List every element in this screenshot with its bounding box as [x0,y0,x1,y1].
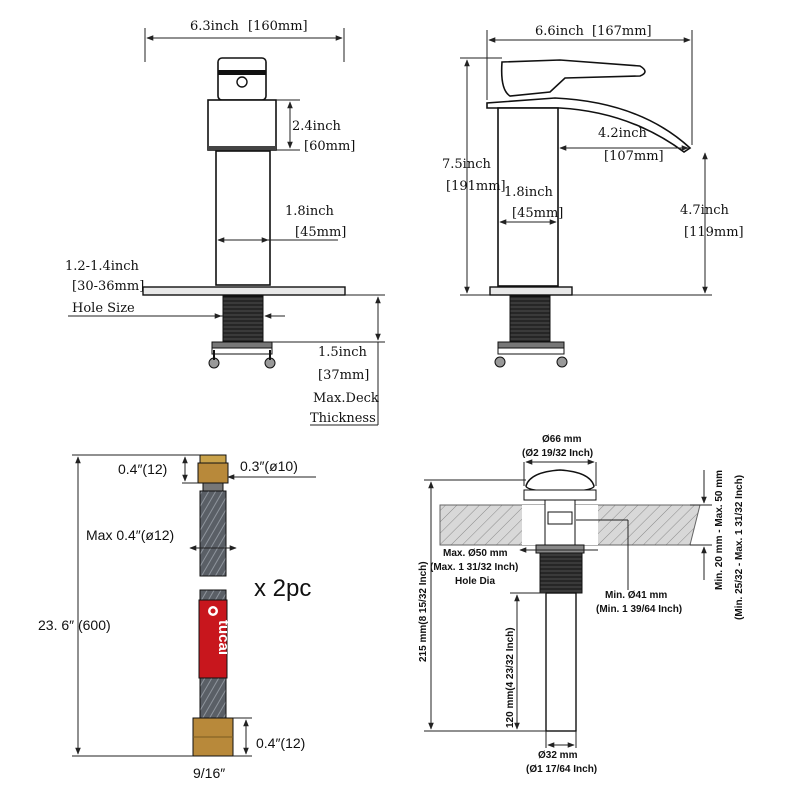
side-body-label: 1.8inch [504,185,553,200]
drain-hole-dia: Max. Ø50 mm [443,548,508,559]
hose-length-label: 23. 6″ (600) [38,617,111,633]
drain-min-dia: Min. Ø41 mm [605,590,667,601]
hose-top-thread: 0.4″(12) [118,461,167,477]
drain-bottom-dia: Ø32 mm [538,750,578,761]
drain-min-dia-in: (Min. 1 39/64 Inch) [596,604,682,615]
deck-plate [142,286,346,296]
hose-braided-section [199,490,227,577]
drain-hole-dia-in: (Max. 1 31/32 Inch) [430,562,518,573]
hose-max-dia: Max 0.4″(ø12) [86,527,174,543]
drain-bottom-dia-in: (Ø1 17/64 Inch) [526,764,597,775]
deck-thickness-text1: Max.Deck [313,391,379,406]
deck-thickness-label: 1.5inch [318,345,367,360]
side-spout-label: 4.7inch [680,203,729,218]
hole-size-label: 1.2-1.4inch [65,259,140,274]
hole-size-text: Hole Size [72,301,135,316]
drain-deck-range: Min. 20 mm - Max. 50 mm [714,470,725,590]
front-width-mm: [160mm] [248,19,308,34]
front-body-label: 1.8inch [285,204,334,219]
front-handle-mm: [60mm] [304,139,355,154]
hole-size-mm: [30-36mm] [72,279,144,294]
side-handle [500,59,646,97]
drain-deck-range-in: (Min. 25/32 - Max. 1 31/32 Inch) [734,475,745,620]
side-height-label: 7.5inch [442,157,491,172]
drain-diagram: Ø66 mm (Ø2 19/32 Inch) Max. Ø50 mm (Max.… [418,434,745,775]
side-reach-mm: [107mm] [604,149,664,164]
faucet-upper-body [207,99,277,151]
side-spout-mm: [119mm] [684,225,744,240]
deck-thickness-mm: [37mm] [318,368,369,383]
side-reach-label: 4.2inch [598,126,647,141]
drain-tail-length: 120 mm(4 23/32 Inch) [505,627,516,728]
threaded-shank [222,295,264,343]
side-body [497,107,559,287]
drain-total-height: 215 mm(8 15/32 Inch) [418,561,429,662]
hose-brand: tucai [215,620,232,655]
drain-top-dia: Ø66 mm [542,434,582,445]
front-body-mm: [45mm] [295,225,346,240]
side-width-mm: [167mm] [592,24,652,39]
side-width-label: 6.6inch [535,24,584,39]
front-handle-label: 2.4inch [292,119,341,134]
hose-bottom-thread: 0.4″(12) [256,735,305,751]
faucet-body [215,150,271,286]
hose-quantity: x 2pc [254,575,311,602]
drain-tailpiece [545,592,577,732]
drain-hole-label: Hole Dia [455,576,495,587]
side-height-mm: [191mm] [446,179,506,194]
front-width-label: 6.3inch [190,19,239,34]
side-body-mm: [45mm] [512,206,563,221]
faucet-front-view: 6.3inch [160mm] 2.4inch [60mm] 1.8inch [… [65,19,385,426]
drain-top-dia-in: (Ø2 19/32 Inch) [522,448,593,459]
drain-thread [539,552,583,594]
deck-thickness-text2: Thickness [310,411,376,426]
hose-nut-size: 9/16″ [193,765,225,781]
side-spout [486,97,692,153]
hose-diagram: tucai 23. 6″ (600) 0.4″(12) 0.3″(ø10) Ma… [38,454,316,781]
faucet-side-view: 6.6inch [167mm] 7.5inch [191mm] 4.2inch … [442,24,744,368]
hose-top-dia: 0.3″(ø10) [240,458,298,474]
